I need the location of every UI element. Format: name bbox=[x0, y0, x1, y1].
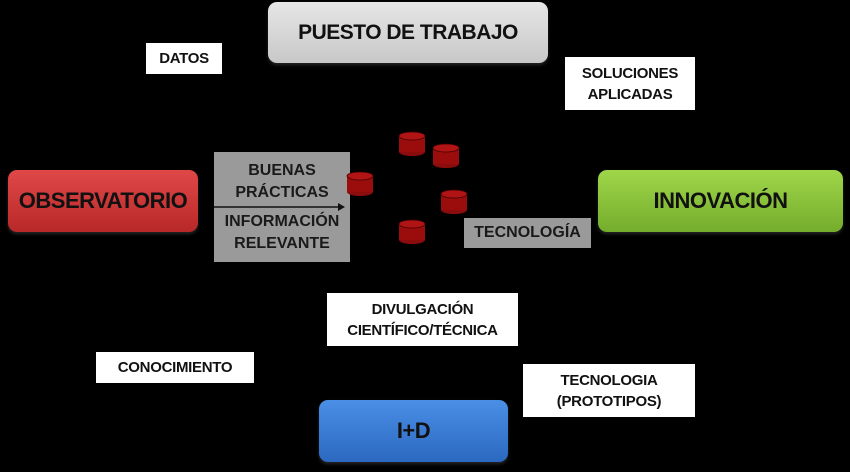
soluciones-line2: APLICADAS bbox=[587, 85, 673, 103]
divulgacion-label-box: DIVULGACIÓN CIENTÍFICO/TÉCNICA bbox=[327, 293, 518, 346]
prototipos-line2: (PROTOTIPOS) bbox=[556, 392, 662, 410]
id-node: I+D bbox=[319, 400, 508, 462]
divulgacion-line1: DIVULGACIÓN bbox=[371, 300, 474, 318]
tecnologia-label: TECNOLOGÍA bbox=[474, 224, 581, 241]
database-cylinder-icon bbox=[398, 131, 426, 156]
arrow-connector bbox=[214, 203, 345, 211]
database-cylinder-icon bbox=[398, 219, 426, 244]
database-cylinder-icon bbox=[432, 143, 460, 168]
tecnologia-box: TECNOLOGÍA bbox=[464, 218, 591, 248]
buenas-practicas-text: BUENAS PRÁCTICAS bbox=[235, 160, 328, 204]
practicas-line: PRÁCTICAS bbox=[235, 183, 329, 201]
innovacion-node: INNOVACIÓN bbox=[598, 170, 843, 232]
database-cylinder-icon bbox=[440, 189, 468, 214]
relevante-line: RELEVANTE bbox=[234, 234, 330, 252]
prototipos-line1: TECNOLOGIA bbox=[560, 371, 658, 389]
informacion-relevante-text: INFORMACIÓN RELEVANTE bbox=[225, 211, 340, 255]
puesto-de-trabajo-node: PUESTO DE TRABAJO bbox=[268, 2, 548, 63]
database-cylinder-icon bbox=[346, 171, 374, 196]
datos-label: DATOS bbox=[159, 50, 209, 67]
soluciones-label-box: SOLUCIONES APLICADAS bbox=[565, 57, 695, 110]
conocimiento-label-box: CONOCIMIENTO bbox=[96, 352, 254, 383]
innovacion-label: INNOVACIÓN bbox=[653, 188, 788, 213]
id-label: I+D bbox=[396, 418, 431, 443]
conocimiento-label: CONOCIMIENTO bbox=[117, 359, 233, 376]
prototipos-label-box: TECNOLOGIA (PROTOTIPOS) bbox=[523, 364, 695, 417]
puesto-label: PUESTO DE TRABAJO bbox=[298, 20, 518, 44]
soluciones-line1: SOLUCIONES bbox=[581, 64, 679, 82]
buenas-line: BUENAS bbox=[248, 161, 316, 179]
observatorio-label: OBSERVATORIO bbox=[18, 188, 188, 213]
informacion-line: INFORMACIÓN bbox=[224, 212, 340, 230]
datos-label-box: DATOS bbox=[146, 43, 222, 74]
divulgacion-line2: CIENTÍFICO/TÉCNICA bbox=[347, 321, 498, 339]
observatorio-node: OBSERVATORIO bbox=[8, 170, 198, 232]
